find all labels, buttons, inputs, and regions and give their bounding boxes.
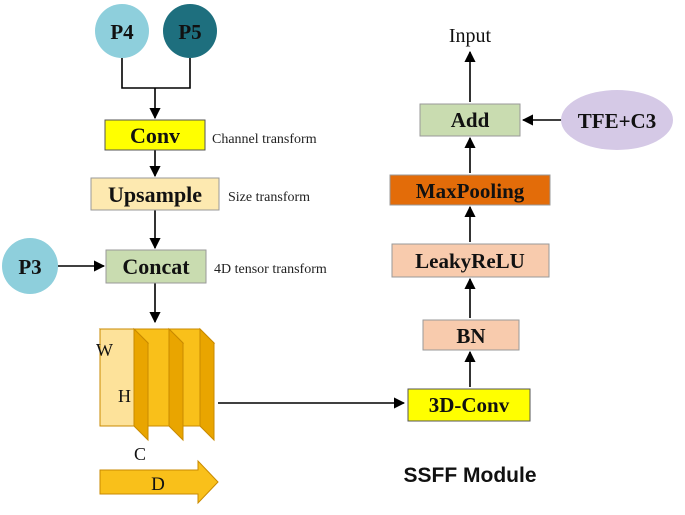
- tensor-stack: W H C: [96, 327, 216, 464]
- bn-block: BN: [422, 319, 520, 351]
- concat-block: Concat: [105, 249, 207, 284]
- maxpooling-label: MaxPooling: [416, 179, 525, 203]
- bn-label: BN: [456, 324, 485, 348]
- conv-label: Conv: [130, 123, 180, 148]
- leakyrelu-block: LeakyReLU: [391, 243, 550, 278]
- concat-label: Concat: [122, 254, 190, 279]
- conv-block: Conv: [104, 119, 206, 151]
- add-block: Add: [419, 103, 521, 137]
- tfe-c3-label: TFE+C3: [578, 109, 656, 133]
- add-label: Add: [451, 108, 490, 132]
- p5-label: P5: [178, 20, 201, 44]
- p3-label: P3: [18, 255, 41, 279]
- d-label: D: [151, 474, 165, 495]
- conv3d-block: 3D-Conv: [407, 388, 531, 422]
- p4-node: P4: [95, 4, 149, 58]
- leakyrelu-label: LeakyReLU: [415, 249, 525, 273]
- tensor-slab-front: [98, 327, 150, 442]
- output-label: Input: [449, 25, 492, 47]
- tensor-c-label: C: [134, 444, 146, 464]
- module-title: SSFF Module: [404, 464, 537, 487]
- maxpooling-block: MaxPooling: [389, 174, 551, 206]
- tensor-w-label: W: [96, 340, 113, 360]
- p5-node: P5: [163, 4, 217, 58]
- p4-label: P4: [110, 20, 134, 44]
- conv3d-label: 3D-Conv: [429, 393, 510, 417]
- conv-note: Channel transform: [212, 132, 317, 147]
- upsample-note: Size transform: [228, 190, 310, 205]
- tfe-c3-node: TFE+C3: [561, 90, 673, 150]
- upsample-label: Upsample: [108, 182, 202, 207]
- p3-node: P3: [2, 238, 58, 294]
- upsample-block: Upsample: [90, 177, 220, 211]
- p4-connector: [121, 58, 191, 89]
- concat-note: 4D tensor transform: [214, 262, 327, 277]
- tensor-h-label: H: [118, 386, 131, 406]
- d-arrow: D: [99, 459, 219, 505]
